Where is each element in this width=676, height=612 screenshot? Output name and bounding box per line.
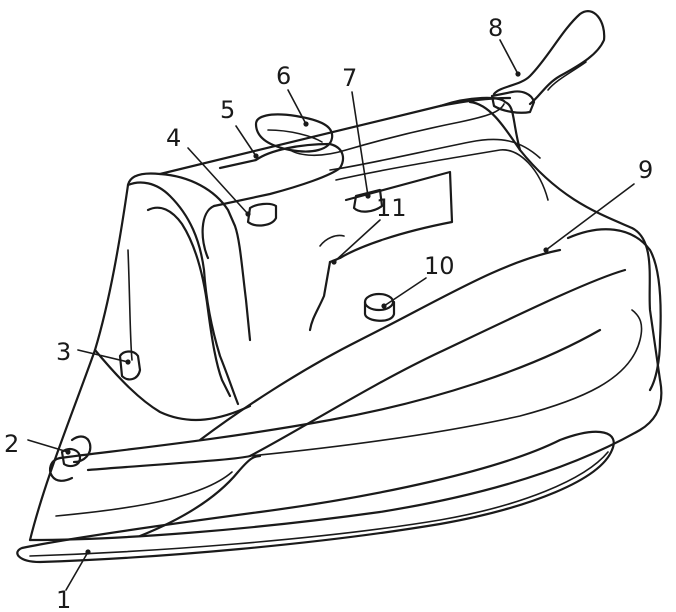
- iron-body: [28, 96, 663, 542]
- callout-11: 11: [376, 194, 407, 222]
- handle: [201, 96, 549, 260]
- callout-1: 1: [56, 586, 71, 612]
- temperature-dial: [363, 292, 396, 322]
- spray-nozzle: [60, 448, 82, 468]
- callout-2: 2: [4, 430, 19, 458]
- callout-7: 7: [342, 64, 357, 92]
- callout-labels: 1 2 3 4 5 6 7 8 9 10 11: [4, 14, 653, 612]
- soleplate: [16, 430, 615, 564]
- callout-5: 5: [220, 96, 235, 124]
- callout-9: 9: [638, 156, 653, 184]
- leader-lines: [27, 39, 635, 591]
- callout-6: 6: [276, 62, 291, 90]
- callout-10: 10: [424, 252, 455, 280]
- callout-4: 4: [166, 124, 181, 152]
- callout-3: 3: [56, 338, 71, 366]
- cord-guard: [490, 10, 606, 114]
- front-panel: [93, 181, 252, 422]
- callout-8: 8: [488, 14, 503, 42]
